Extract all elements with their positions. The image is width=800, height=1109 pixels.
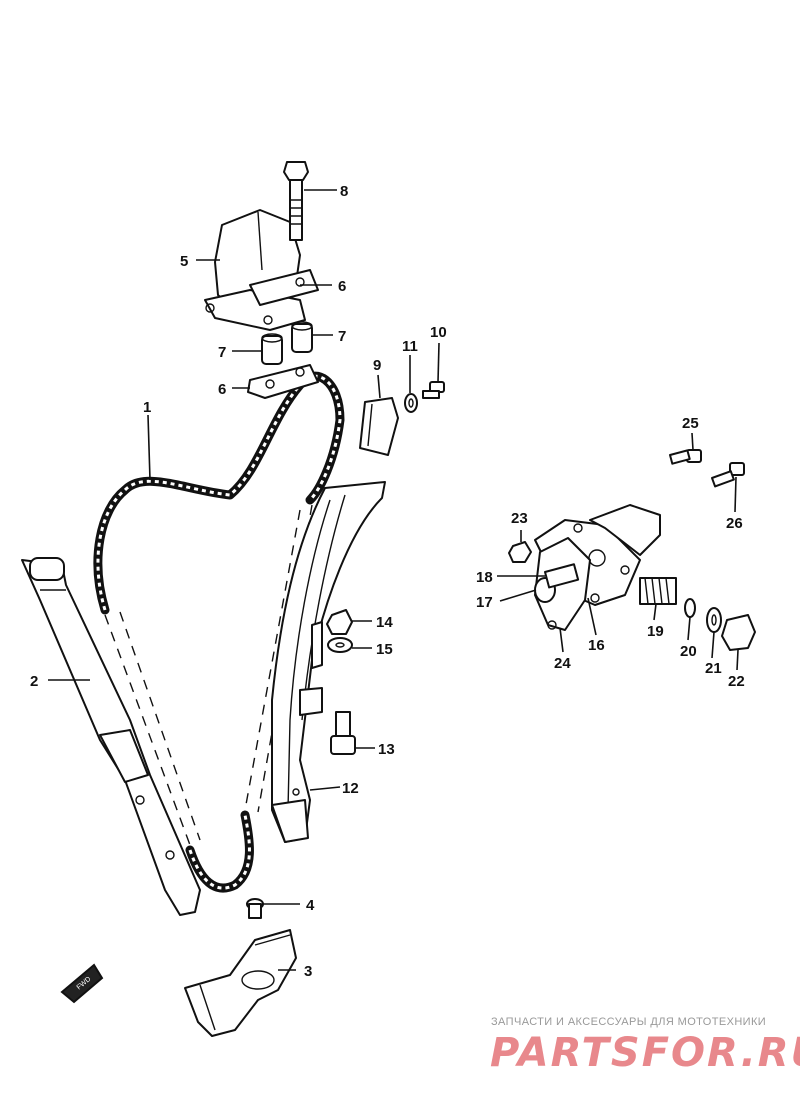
pushrod-17 xyxy=(534,563,580,603)
callout-18: 18 xyxy=(476,569,493,586)
nut-14 xyxy=(326,609,353,635)
callout-25: 25 xyxy=(682,415,699,432)
bolt-4 xyxy=(246,898,264,919)
callout-6-upper: 6 xyxy=(338,278,346,295)
washer-11 xyxy=(404,393,418,413)
callout-6-lower: 6 xyxy=(218,381,226,398)
callout-labels: 1 2 3 4 5 6 6 7 7 8 9 10 11 12 13 14 15 … xyxy=(30,183,745,980)
chain-guide-lower xyxy=(184,929,297,1037)
callout-9: 9 xyxy=(373,357,381,374)
callout-26: 26 xyxy=(726,515,743,532)
callout-7-right: 7 xyxy=(338,328,346,345)
chain-guide-rear xyxy=(21,557,201,916)
chain-guide-upper xyxy=(204,209,319,331)
pivot-bolt-13 xyxy=(330,711,356,755)
callout-23: 23 xyxy=(511,510,528,527)
callout-10: 10 xyxy=(430,324,447,341)
callout-15: 15 xyxy=(376,641,393,658)
callout-24: 24 xyxy=(554,655,571,672)
callout-3: 3 xyxy=(304,963,312,980)
callout-11: 11 xyxy=(402,338,418,355)
callout-5: 5 xyxy=(180,253,188,270)
bolt-25 xyxy=(669,449,702,465)
callout-1: 1 xyxy=(143,399,151,416)
o-ring-20 xyxy=(684,598,696,618)
nut-23 xyxy=(508,541,532,563)
bolt-26 xyxy=(711,462,745,488)
callout-13: 13 xyxy=(378,741,395,758)
damper-9 xyxy=(359,397,399,456)
spring-19 xyxy=(639,577,677,605)
spacer-7-left xyxy=(261,333,283,365)
leader-lines xyxy=(48,189,739,971)
callout-12: 12 xyxy=(342,780,359,797)
front-arrow: FWD xyxy=(60,963,104,1004)
callout-2: 2 xyxy=(30,673,38,690)
cap-nut-22 xyxy=(721,614,756,651)
callout-14: 14 xyxy=(376,614,393,631)
washer-15 xyxy=(327,637,353,653)
washer-21 xyxy=(706,607,722,633)
callout-4: 4 xyxy=(306,897,315,914)
plate-6-lower xyxy=(247,364,319,399)
cam-chain xyxy=(93,371,345,893)
callout-8: 8 xyxy=(340,183,348,200)
watermark-logo: PARTSFOR.RU xyxy=(490,1030,800,1076)
callout-16: 16 xyxy=(588,637,605,654)
bolt-10 xyxy=(422,381,445,399)
callout-19: 19 xyxy=(647,623,664,640)
bolt-8 xyxy=(283,161,309,241)
spacer-7-right xyxy=(291,321,313,353)
callout-17: 17 xyxy=(476,594,493,611)
callout-20: 20 xyxy=(680,643,697,660)
chain-guide-tensioner xyxy=(271,481,386,843)
watermark-tagline: ЗАПЧАСТИ И АКСЕССУАРЫ ДЛЯ МОТОТЕХНИКИ xyxy=(491,1016,767,1028)
callout-22: 22 xyxy=(728,673,745,690)
callout-21: 21 xyxy=(705,660,722,677)
callout-7-left: 7 xyxy=(218,344,226,361)
